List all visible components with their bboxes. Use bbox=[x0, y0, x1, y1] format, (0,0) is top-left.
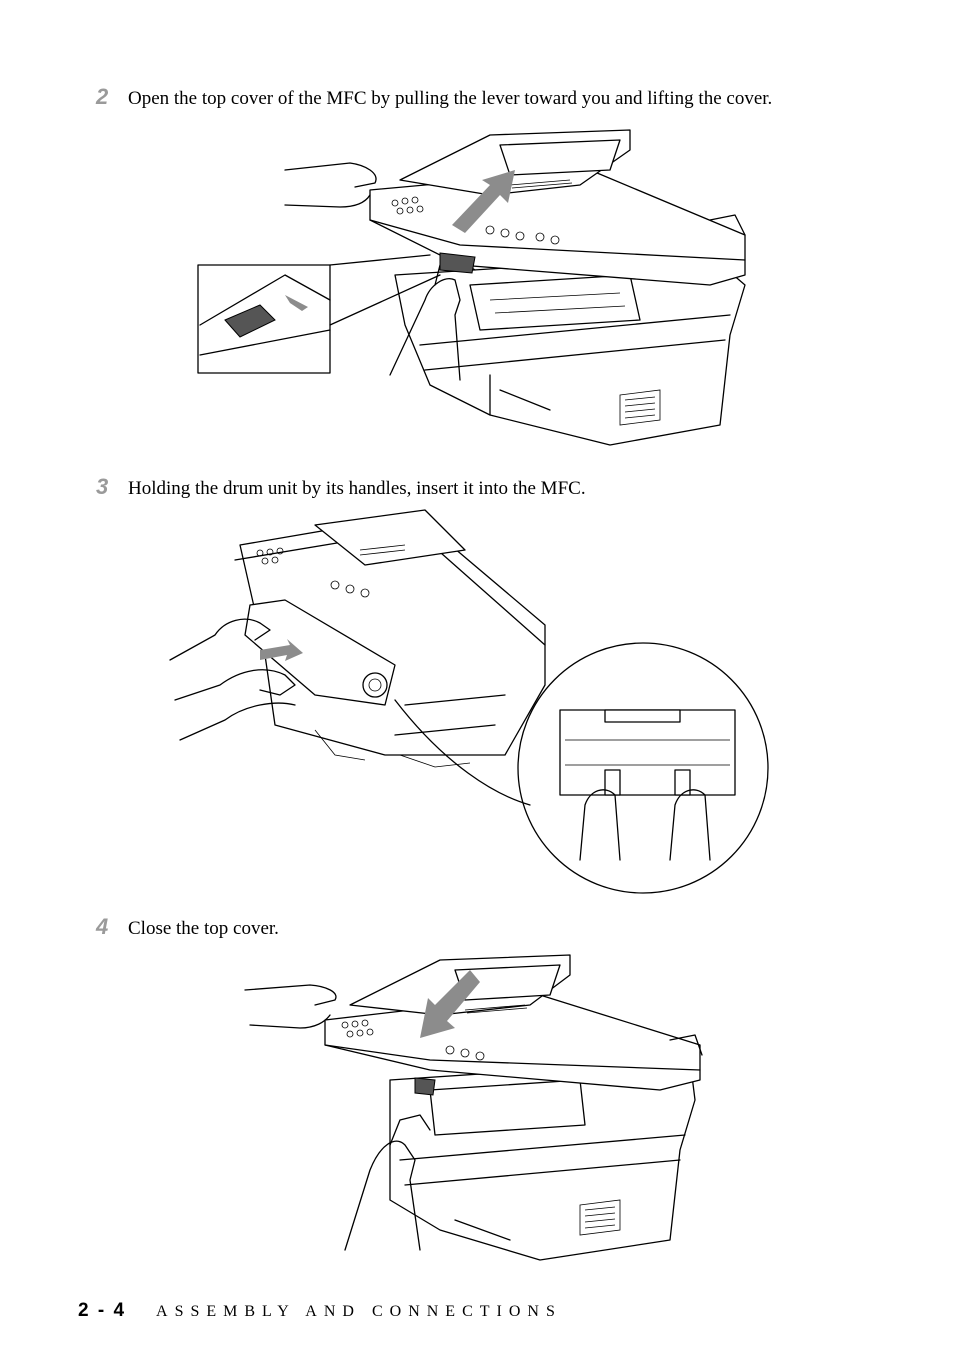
illustration-insert-drum-unit bbox=[165, 505, 780, 900]
step-number: 2 bbox=[96, 84, 109, 109]
illustration-open-top-cover bbox=[190, 125, 760, 450]
step-2: 2 Open the top cover of the MFC by pulli… bbox=[96, 84, 772, 110]
step-3: 3 Holding the drum unit by its handles, … bbox=[96, 474, 586, 500]
step-4: 4 Close the top cover. bbox=[96, 914, 279, 940]
page-footer: 2 - 4 ASSEMBLY AND CONNECTIONS bbox=[78, 1300, 562, 1322]
step-instruction: Open the top cover of the MFC by pulling… bbox=[128, 88, 773, 109]
step-instruction: Close the top cover. bbox=[128, 918, 279, 939]
illustration-close-top-cover bbox=[240, 950, 710, 1275]
step-number: 3 bbox=[96, 474, 109, 499]
step-instruction: Holding the drum unit by its handles, in… bbox=[128, 478, 586, 499]
step-number: 4 bbox=[96, 914, 109, 939]
chapter-title: ASSEMBLY AND CONNECTIONS bbox=[156, 1303, 562, 1320]
page-number: 2 - 4 bbox=[78, 1300, 127, 1321]
